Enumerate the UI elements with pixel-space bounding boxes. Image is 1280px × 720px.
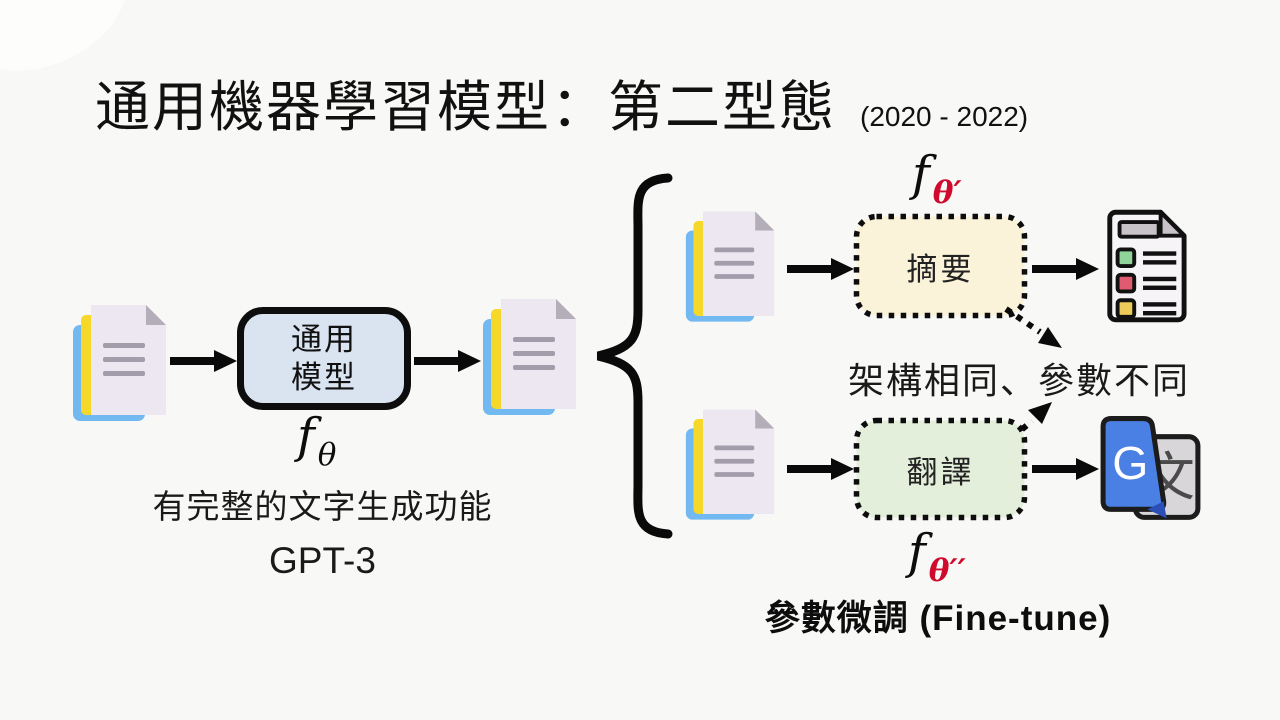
general-model-label-line1: 通用: [291, 321, 357, 357]
general-model-box: 通用 模型: [237, 307, 411, 410]
arrow-right-icon: [170, 350, 237, 372]
summary-report-icon: [1107, 209, 1187, 323]
page-title: 通用機器學習模型：第二型態: [95, 76, 837, 138]
dotted-arrow-up-right-icon: [1000, 402, 1052, 449]
translation-task-box: 翻譯: [853, 417, 1028, 521]
dashed-border: [853, 417, 1028, 521]
summary-task-label: 摘要: [906, 251, 975, 287]
summary-task-box: 摘要: [853, 213, 1028, 319]
dashed-border: [853, 213, 1028, 319]
document-stack-icon: [73, 305, 166, 421]
model-name: GPT-3: [269, 540, 376, 581]
f-theta-label: fθ: [297, 408, 337, 473]
general-model-label-line2: 模型: [291, 359, 357, 395]
arrow-right-icon: [787, 458, 854, 480]
arrow-right-icon: [787, 258, 854, 280]
f-theta-double-prime-label: fθ′′: [908, 524, 966, 589]
arrow-right-icon: [414, 350, 481, 372]
translate-g-glyph: G: [1112, 437, 1148, 489]
brace-icon: [596, 173, 673, 539]
fine-tune-caption: 參數微調 (Fine-tune): [764, 599, 1112, 638]
document-stack-icon: [483, 299, 576, 415]
arrow-right-icon: [1032, 258, 1099, 280]
title-row: 通用機器學習模型：第二型態 (2020 - 2022): [95, 62, 1028, 142]
note-text: 架構相同、參數不同: [848, 360, 1191, 401]
f-theta-prime-label: fθ′: [912, 146, 962, 211]
dotted-arrow-down-right-icon: [1004, 306, 1062, 348]
generation-caption: 有完整的文字生成功能: [152, 488, 493, 525]
document-stack-icon: [685, 211, 775, 322]
translation-task-label: 翻譯: [906, 454, 975, 490]
arrow-right-icon: [1032, 458, 1099, 480]
title-years: (2020 - 2022): [860, 101, 1029, 132]
document-stack-icon: [685, 409, 775, 520]
google-translate-icon: 文 G: [1100, 416, 1201, 520]
